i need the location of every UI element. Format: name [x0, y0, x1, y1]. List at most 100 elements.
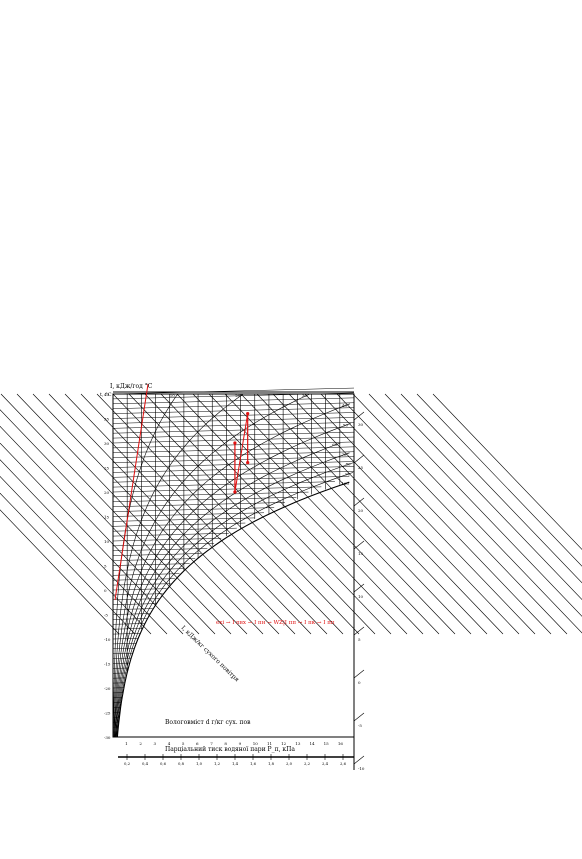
enthalpy-diagonal-label: І, кДж/кг сухого повітря [180, 624, 241, 683]
isotherm [112, 558, 196, 561]
enthalpy-line [144, 393, 376, 635]
process-line [234, 413, 249, 493]
isotherm [112, 436, 355, 444]
right-scale-label: 0 [358, 680, 361, 685]
right-scale-tick [353, 583, 365, 593]
isotherm [112, 387, 355, 395]
rh-curve [114, 423, 351, 738]
enthalpy-line [48, 393, 280, 635]
humidity-tick-label: 10 [253, 741, 259, 746]
humidity-tick-label: 8 [224, 741, 227, 746]
right-scale-tick [353, 411, 365, 421]
pressure-tick-label: 2,4 [322, 761, 329, 766]
temperature-tick-label: 15 [104, 515, 110, 520]
enthalpy-line [176, 393, 408, 635]
pressure-tick-label: 0,8 [178, 761, 185, 766]
enthalpy-axis-label: I, кДж/год °С [110, 383, 153, 390]
process-legend: exi → I пвх → I пн → WZ|I пп → I пк → I … [216, 620, 335, 626]
chart-grid [0, 387, 582, 770]
humidity-tick-label: 4 [168, 741, 171, 746]
right-scale-tick [353, 712, 365, 722]
rh-curve [116, 472, 354, 738]
isotherm [112, 538, 222, 542]
rh-label: 10 [170, 393, 176, 398]
isotherm [112, 417, 355, 424]
enthalpy-line [16, 393, 248, 635]
isotherm [112, 497, 297, 503]
right-scale-label: 25 [358, 465, 364, 470]
isotherm [112, 441, 355, 449]
right-scale-label: 30 [358, 422, 364, 427]
process-lines [114, 383, 250, 601]
pressure-tick-label: 1,6 [250, 761, 257, 766]
temperature-axis-label: t, °C [100, 392, 112, 398]
pressure-tick-label: 1,2 [214, 761, 221, 766]
right-scale-tick [353, 497, 365, 507]
humidity-tick-label: 3 [154, 741, 157, 746]
pressure-tick-label: 0,4 [142, 761, 149, 766]
enthalpy-line [192, 393, 424, 635]
pressure-axis-label: Парціальний тиск водяної пари P_п, кПа [165, 746, 295, 753]
right-scale-label: 15 [358, 551, 364, 556]
humidity-axis-label: Вологовміст d г/кг сух. пов [165, 719, 251, 726]
enthalpy-line [0, 442, 184, 635]
isotherm [112, 491, 309, 498]
pressure-tick-label: 2,2 [304, 761, 311, 766]
humidity-tick-label: 2 [139, 741, 142, 746]
humidity-tick-label: 1 [125, 741, 128, 746]
temperature-tick-label: -15 [104, 662, 111, 667]
enthalpy-line [32, 393, 264, 635]
right-scale-tick [353, 755, 365, 765]
temperature-tick-label: 20 [104, 490, 110, 495]
temperature-tick-label: -20 [104, 686, 111, 691]
right-scale-label: 20 [358, 508, 364, 513]
temperature-tick-label: 25 [104, 466, 110, 471]
humidity-tick-label: 7 [210, 741, 213, 746]
humidity-tick-label: 13 [295, 741, 301, 746]
rh-label: 70 [342, 452, 348, 457]
humidity-tick-label: 16 [338, 741, 344, 746]
humidity-tick-label: 14 [309, 741, 315, 746]
enthalpy-line [160, 393, 392, 635]
isotherm [112, 456, 355, 463]
enthalpy-line [336, 393, 568, 635]
right-scale-tick [353, 540, 365, 550]
isotherm [112, 412, 355, 419]
enthalpy-line [272, 393, 504, 635]
rh-label: 100 [341, 481, 349, 486]
enthalpy-line [0, 425, 200, 635]
temperature-tick-label: 10 [104, 539, 110, 544]
pressure-tick-label: 1,4 [232, 761, 239, 766]
enthalpy-line [0, 459, 168, 635]
isotherm [112, 446, 355, 454]
temperature-tick-label: 30 [104, 441, 110, 446]
enthalpy-line [0, 409, 216, 635]
right-scale-label: 5 [358, 637, 361, 642]
humidity-tick-label: 9 [239, 741, 242, 746]
right-scale-label: -10 [358, 766, 365, 771]
isotherm [112, 532, 229, 537]
enthalpy-line [256, 393, 488, 635]
isotherm [112, 522, 246, 527]
humidity-tick-label: 11 [267, 741, 272, 746]
rh-label: 50 [343, 422, 349, 427]
process-line [114, 383, 149, 601]
isotherm [112, 451, 355, 458]
isotherm [112, 481, 335, 488]
enthalpy-line [384, 393, 582, 600]
rh-curve [116, 462, 354, 738]
rh-label: 90 [345, 471, 351, 476]
humidity-tick-label: 6 [196, 741, 199, 746]
pressure-tick-label: 0,2 [124, 761, 131, 766]
process-point [233, 441, 237, 445]
enthalpy-line [368, 393, 582, 617]
isotherm [112, 461, 355, 468]
rh-label: 60 [332, 442, 338, 447]
temperature-tick-label: -10 [104, 637, 111, 642]
enthalpy-line [128, 393, 360, 635]
rh-label: 40 [342, 403, 348, 408]
enthalpy-line [320, 393, 552, 635]
enthalpy-line [0, 509, 120, 635]
